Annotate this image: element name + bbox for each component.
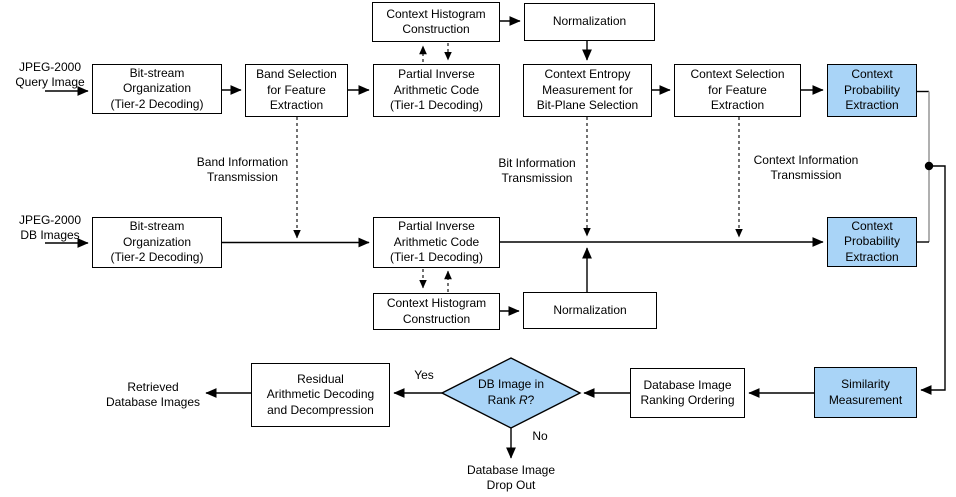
node-db-normalization: Normalization [523, 292, 657, 329]
node-band-selection: Band Selection for Feature Extraction [245, 64, 348, 117]
label-query-source: JPEG-2000 Query Image [15, 59, 85, 89]
decision-diamond [440, 357, 582, 429]
node-query-context-histogram: Context Histogram Construction [372, 2, 500, 42]
label-no: No [532, 429, 548, 444]
label-yes: Yes [414, 368, 434, 383]
label-band-information-transmission: Band Information Transmission [196, 154, 289, 184]
node-query-context-probability: Context Probability Extraction [827, 64, 917, 117]
node-db-bitstream-organization: Bit-stream Organization (Tier-2 Decoding… [92, 217, 222, 268]
node-query-normalization: Normalization [524, 3, 655, 41]
node-context-selection: Context Selection for Feature Extraction [674, 64, 801, 117]
node-db-context-histogram: Context Histogram Construction [373, 293, 500, 330]
node-rank-decision-text: DB Image in Rank R? [452, 371, 570, 415]
node-database-image-ranking: Database Image Ranking Ordering [630, 368, 745, 418]
node-context-entropy-measurement: Context Entropy Measurement for Bit-Plan… [523, 64, 652, 117]
decision-line1: DB Image in [477, 377, 545, 392]
arrow-join-to-similarity [920, 165, 946, 395]
node-query-partial-inverse: Partial Inverse Arithmetic Code (Tier-1 … [373, 64, 500, 117]
label-db-source: JPEG-2000 DB Images [18, 212, 82, 242]
node-query-bitstream-organization: Bit-stream Organization (Tier-2 Decoding… [92, 64, 222, 114]
decision-line2: Rank R? [487, 393, 535, 407]
label-bit-information-transmission: Bit Information Transmission [498, 155, 576, 185]
node-residual-decoding: Residual Arithmetic Decoding and Decompr… [251, 363, 390, 427]
label-retrieved-database-images: Retrieved Database Images [105, 379, 201, 409]
label-context-information-transmission: Context Information Transmission [753, 152, 859, 182]
node-db-context-probability: Context Probability Extraction [827, 217, 917, 267]
node-db-partial-inverse: Partial Inverse Arithmetic Code (Tier-1 … [373, 217, 500, 268]
label-database-image-drop-out: Database Image Drop Out [466, 462, 556, 492]
node-similarity-measurement: Similarity Measurement [814, 367, 917, 418]
